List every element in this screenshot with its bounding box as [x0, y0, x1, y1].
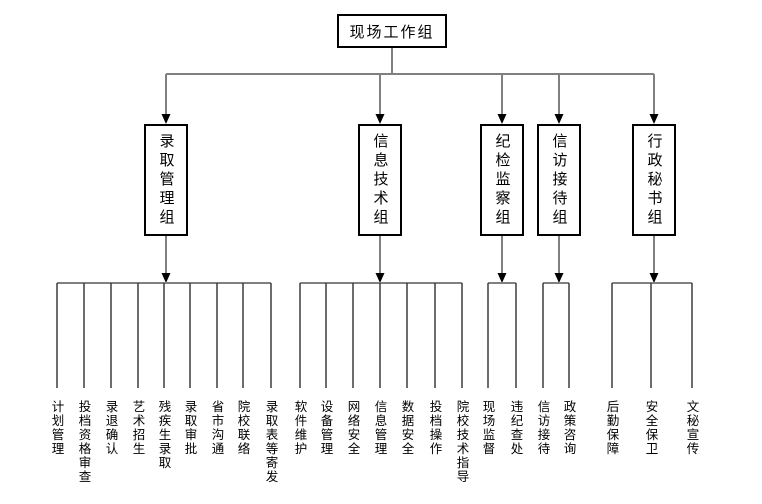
leaf-node-label: 残疾生录取 [153, 400, 175, 500]
leaf-node-label: 计划管理 [46, 400, 68, 500]
leaf-node-label: 数据安全 [396, 400, 418, 500]
leaf-node-label: 文秘宣传 [681, 400, 703, 500]
leaf-node-text: 投档资格审查 [76, 400, 91, 484]
leaf-node-text: 院校联络 [235, 400, 250, 456]
arrowhead-icon [161, 114, 171, 124]
arrowhead-icon [497, 114, 507, 124]
group-node-label: 信息技术组 [371, 132, 389, 228]
leaf-node-text: 安全保卫 [643, 400, 658, 456]
leaf-node-label: 投档资格审查 [73, 400, 95, 500]
leaf-node-text: 现场监督 [480, 400, 495, 456]
leaf-node-text: 计划管理 [49, 400, 64, 456]
leaf-node-text: 后勤保障 [604, 400, 619, 456]
leaf-node-text: 投档操作 [427, 400, 442, 456]
leaf-node-text: 文秘宣传 [684, 400, 699, 456]
group-node-box: 信息技术组 [358, 124, 402, 236]
group-node-label: 录取管理组 [157, 132, 175, 228]
leaf-node-label: 政策咨询 [558, 400, 580, 500]
leaf-node-text: 录取审批 [182, 400, 197, 456]
leaf-node-text: 政策咨询 [561, 400, 576, 456]
leaf-node-label: 违纪查处 [505, 400, 527, 500]
group-node-box: 录取管理组 [144, 124, 188, 236]
leaf-node-label: 投档操作 [424, 400, 446, 500]
leaf-node-label: 软件维护 [289, 400, 311, 500]
leaf-node-label: 录取审批 [179, 400, 201, 500]
leaf-node-text: 设备管理 [318, 400, 333, 456]
leaf-node-text: 违纪查处 [508, 400, 523, 456]
leaf-node-label: 录退确认 [100, 400, 122, 500]
leaf-node-label: 网络安全 [342, 400, 364, 500]
leaf-node-text: 网络安全 [345, 400, 360, 456]
leaf-node-label: 后勤保障 [601, 400, 623, 500]
group-node-label: 行政秘书组 [645, 132, 663, 228]
leaf-node-text: 信息管理 [372, 400, 387, 456]
leaf-node-label: 省市沟通 [206, 400, 228, 500]
leaf-node-text: 信访接待 [535, 400, 550, 456]
arrowhead-icon [649, 114, 659, 124]
leaf-node-label: 信息管理 [369, 400, 391, 500]
root-node-box: 现场工作组 [337, 14, 447, 48]
leaf-node-text: 录退确认 [103, 400, 118, 456]
group-node-box: 信访接待组 [537, 124, 581, 236]
arrowhead-icon [375, 114, 385, 124]
leaf-node-text: 院校技术指导 [454, 400, 469, 484]
group-node-box: 行政秘书组 [632, 124, 676, 236]
group-node-label: 信访接待组 [550, 132, 568, 228]
leaf-node-label: 艺术招生 [127, 400, 149, 500]
arrowhead-icon [554, 273, 564, 283]
leaf-node-text: 数据安全 [399, 400, 414, 456]
leaf-node-text: 软件维护 [292, 400, 307, 456]
arrowhead-icon [649, 273, 659, 283]
leaf-node-text: 录取表等寄发 [263, 400, 278, 484]
leaf-node-label: 院校技术指导 [451, 400, 473, 500]
leaf-node-label: 院校联络 [232, 400, 254, 500]
arrowhead-icon [161, 273, 171, 283]
leaf-node-label: 现场监督 [477, 400, 499, 500]
group-node-label: 纪检监察组 [493, 132, 511, 228]
arrowhead-icon [375, 273, 385, 283]
leaf-node-label: 安全保卫 [640, 400, 662, 500]
leaf-node-label: 信访接待 [532, 400, 554, 500]
leaf-node-text: 艺术招生 [130, 400, 145, 456]
root-node-label: 现场工作组 [349, 23, 435, 41]
leaf-node-text: 省市沟通 [209, 400, 224, 456]
arrowhead-icon [554, 114, 564, 124]
leaf-node-label: 设备管理 [315, 400, 337, 500]
leaf-node-label: 录取表等寄发 [260, 400, 282, 500]
leaf-node-text: 残疾生录取 [156, 400, 171, 470]
group-node-box: 纪检监察组 [480, 124, 524, 236]
arrowhead-icon [497, 273, 507, 283]
